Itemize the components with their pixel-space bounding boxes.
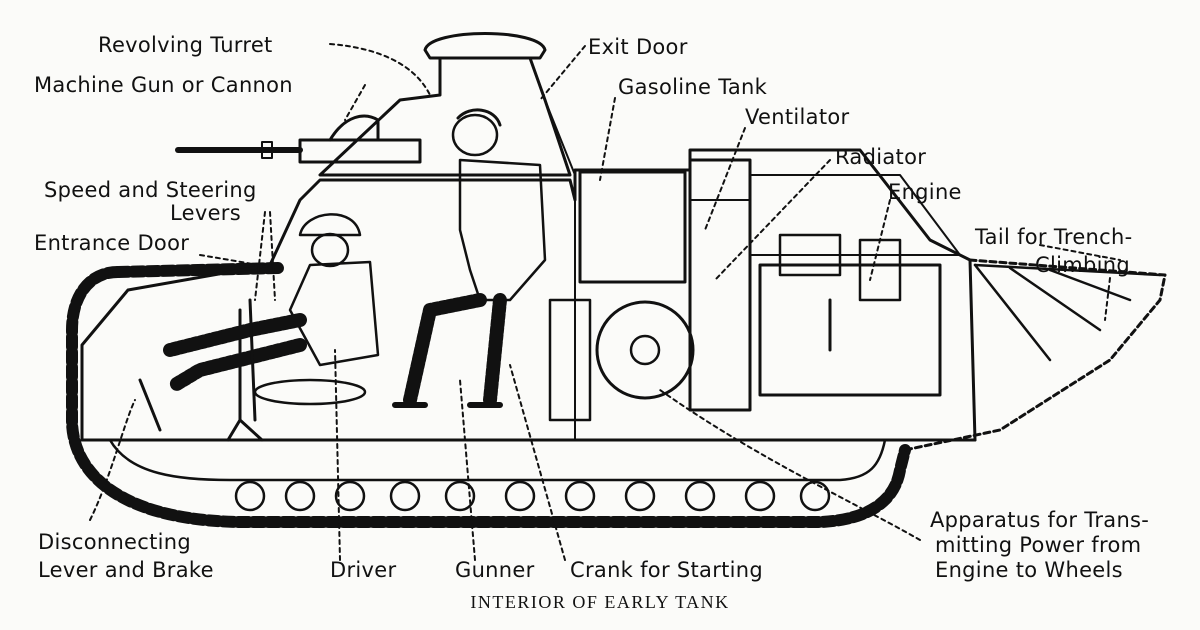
engine [758,233,942,397]
label-speed-steering: Speed and Steering [44,178,257,202]
label-gunner: Gunner [455,558,535,582]
label-entrance-door: Entrance Door [34,231,190,255]
hull [80,148,977,482]
label-driver: Driver [330,558,397,582]
label-ventilator: Ventilator [745,105,850,129]
driver-figure [163,213,380,406]
figure-caption: INTERIOR OF EARLY TANK [470,592,730,612]
gasoline-tank [578,170,687,284]
machine-gun [175,114,422,164]
radiator-ventilator [688,158,961,412]
label-tail-2: Climbing [1035,253,1130,277]
label-crank: Crank for Starting [570,558,764,582]
label-engine: Engine [888,180,962,204]
leader-lines [89,43,1121,561]
label-disconnecting-1: Disconnecting [38,530,192,554]
label-tail-1: Tail for Trench- [975,225,1133,249]
label-gasoline-tank: Gasoline Tank [618,75,768,99]
gunner-figure [392,108,547,408]
label-radiator: Radiator [835,145,927,169]
flywheel [548,298,695,422]
steering-levers [138,298,264,442]
label-apparatus-2: mitting Power from [935,533,1142,557]
tail [973,263,1162,362]
label-apparatus-3: Engine to Wheels [935,558,1123,582]
label-disconnecting-2: Lever and Brake [38,558,214,582]
road-wheels [234,480,831,512]
label-machine-gun: Machine Gun or Cannon [34,73,293,97]
label-exit-door: Exit Door [588,35,688,59]
revolving-turret [318,32,576,177]
label-revolving-turret: Revolving Turret [98,33,273,57]
label-apparatus-1: Apparatus for Trans- [930,508,1150,532]
label-levers: Levers [170,201,241,225]
